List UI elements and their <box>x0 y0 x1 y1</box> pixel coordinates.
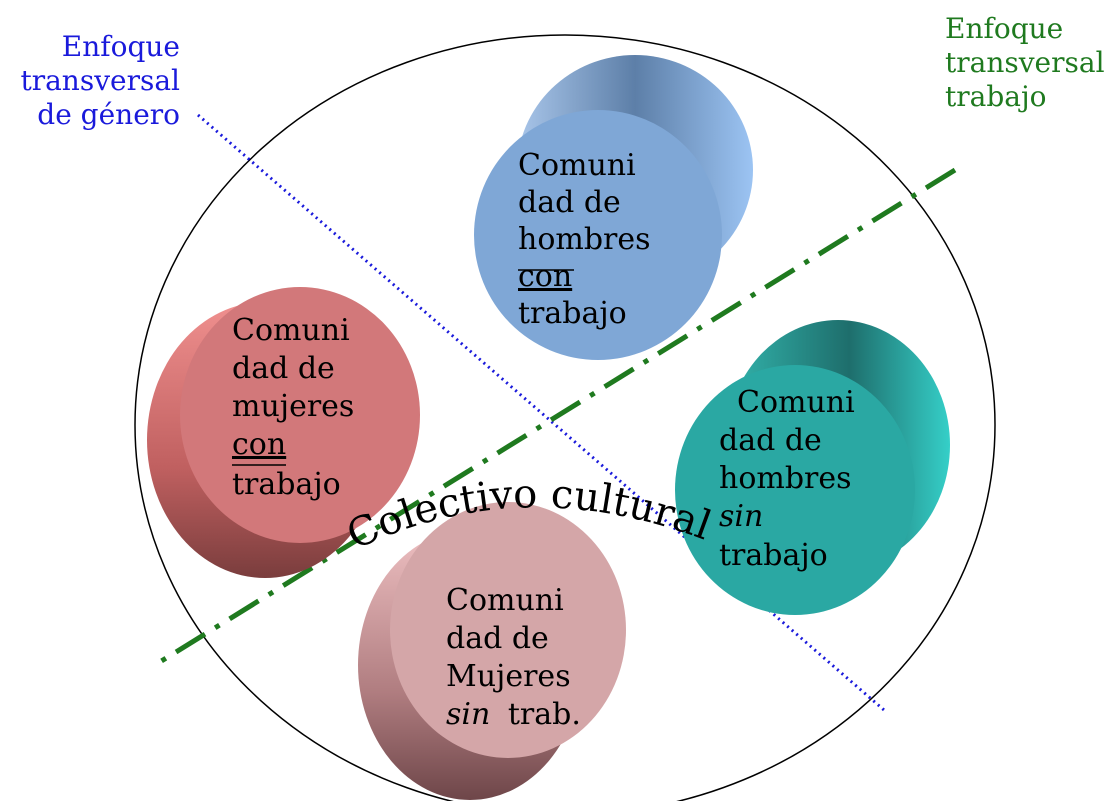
community-men-with-work <box>474 55 753 360</box>
women-with-work-line-1: Comuni <box>232 313 350 348</box>
women-with-work-line-3: mujeres <box>232 389 354 424</box>
men-without-work-line-3: hombres <box>719 461 852 496</box>
men-with-work-line-1: Comuni <box>518 148 636 183</box>
work-axis-label-line-3: trabajo <box>945 80 1047 113</box>
community-women-without-work <box>358 502 626 800</box>
women-without-work-line-2: dad de <box>446 621 549 656</box>
women-without-work-last: trab. <box>508 697 581 732</box>
men-with-work-last: trabajo <box>518 296 627 331</box>
community-women-with-work <box>147 287 420 578</box>
men-with-work-qualifier: con <box>518 259 572 294</box>
men-with-work-line-2: dad de <box>518 185 621 220</box>
women-with-work-qualifier: con <box>232 427 286 462</box>
men-without-work-text: Comuni dad de hombres sin trabajo <box>719 385 864 573</box>
women-without-work-qualifier: sin <box>446 697 490 732</box>
gender-axis-label: Enfoque transversal de género <box>0 30 180 132</box>
men-without-work-qualifier: sin <box>719 499 763 534</box>
women-without-work-line-3: Mujeres <box>446 659 571 694</box>
gender-axis-label-line-1: Enfoque <box>61 30 180 63</box>
women-with-work-line-2: dad de <box>232 351 335 386</box>
men-without-work-last: trabajo <box>719 538 828 573</box>
work-axis-label-line-1: Enfoque <box>945 12 1064 45</box>
men-with-work-line-3: hombres <box>518 222 651 257</box>
work-axis-label-line-2: transversal <box>945 46 1105 79</box>
work-axis-label: Enfoque transversal trabajo <box>945 12 1115 114</box>
men-without-work-line-2: dad de <box>719 423 822 458</box>
men-with-work-text: Comuni dad de hombres con trabajo <box>518 148 660 331</box>
women-without-work-line-1: Comuni <box>446 583 564 618</box>
women-without-work-text: Comuni dad de Mujeres sin trab. <box>446 583 581 732</box>
cultural-collective-circle <box>134 34 996 801</box>
men-without-work-line-1: Comuni <box>737 385 855 420</box>
women-with-work-text: Comuni dad de mujeres con trabajo <box>232 313 364 502</box>
work-axis-line <box>153 167 957 668</box>
gender-axis-label-line-3: de género <box>37 98 180 131</box>
women-with-work-last: trabajo <box>232 467 341 502</box>
community-men-without-work <box>675 320 950 615</box>
gender-axis-label-line-2: transversal <box>20 64 180 97</box>
